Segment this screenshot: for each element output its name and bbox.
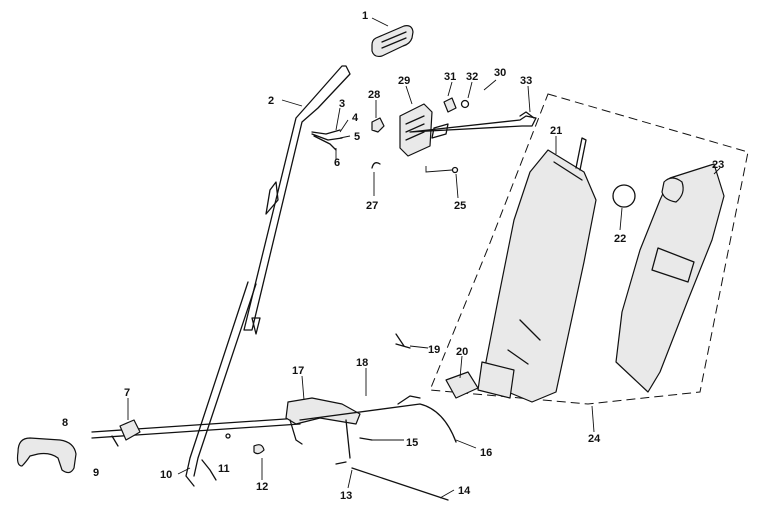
callout-23: 23 — [712, 159, 724, 171]
callout-11: 11 — [218, 463, 230, 475]
callout-9: 9 — [93, 467, 99, 479]
callout-12: 12 — [256, 481, 268, 493]
bumper — [16, 437, 77, 474]
handle-bracket — [285, 397, 361, 459]
callout-30: 30 — [494, 67, 506, 79]
bag-assembly-outline — [429, 93, 749, 405]
callout-24: 24 — [588, 433, 601, 445]
callout-31: 31 — [444, 71, 456, 83]
screws-upper — [371, 162, 459, 174]
callout-5: 5 — [354, 131, 360, 143]
handle-grip — [371, 25, 414, 58]
bag-clamp-ring — [612, 184, 636, 208]
small-hardware — [111, 333, 411, 465]
callout-18: 18 — [356, 357, 368, 369]
lower-handle-tube — [185, 281, 257, 487]
lower-cord-rod — [91, 417, 301, 441]
callout-2: 2 — [268, 95, 274, 107]
callout-labels: 1 2 3 4 5 6 7 8 9 10 11 12 13 14 15 16 1… — [62, 10, 724, 502]
callout-15: 15 — [406, 437, 418, 449]
callout-4: 4 — [352, 112, 359, 124]
cord-clip — [371, 117, 385, 133]
leader-lines — [127, 17, 721, 499]
callout-25: 25 — [454, 200, 466, 212]
callout-19: 19 — [428, 344, 440, 356]
callout-16: 16 — [480, 447, 492, 459]
wire — [351, 467, 449, 501]
callout-13: 13 — [340, 490, 352, 502]
switch-parts — [431, 97, 470, 139]
power-cord — [299, 395, 457, 443]
callout-17: 17 — [292, 365, 304, 377]
callout-10: 10 — [160, 469, 172, 481]
callout-29: 29 — [398, 75, 410, 87]
switch-wires — [311, 129, 343, 151]
callout-14: 14 — [458, 485, 471, 497]
callout-21: 21 — [550, 125, 562, 137]
callout-22: 22 — [614, 233, 626, 245]
callout-33: 33 — [520, 75, 532, 87]
callout-20: 20 — [456, 346, 468, 358]
callout-7: 7 — [124, 387, 130, 399]
callout-32: 32 — [466, 71, 478, 83]
outer-bag — [615, 163, 725, 393]
callout-28: 28 — [368, 89, 380, 101]
callout-6: 6 — [334, 157, 340, 169]
switch-housing — [399, 103, 433, 157]
inner-bag — [477, 137, 597, 403]
callout-3: 3 — [339, 98, 345, 110]
switch-rod — [409, 111, 537, 133]
callout-27: 27 — [366, 200, 378, 212]
upper-handle-tube — [243, 65, 351, 335]
callout-1: 1 — [362, 10, 368, 22]
callout-8: 8 — [62, 417, 68, 429]
